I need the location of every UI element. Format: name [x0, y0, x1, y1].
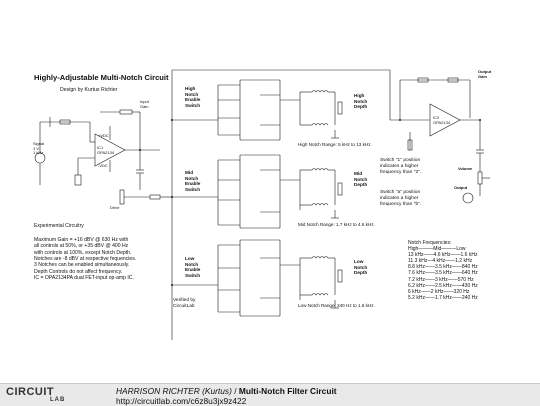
verified-by-label: Verified by CircuitLab: [173, 298, 196, 309]
frequency-row: 8.8 kHz——3.5 kHz——840 Hz: [408, 264, 478, 271]
signal-source-label: Signal 1 V 1 kHz: [33, 141, 45, 156]
note-line: 3 Notches can be enabled simultaneously.: [34, 262, 130, 269]
frequency-row: 13 kHz——4.6 kHz——1.6 kHz: [408, 252, 478, 259]
author-name[interactable]: HARRISON RICHTER (Kurtus): [116, 386, 232, 396]
drive-label: Drive: [110, 205, 120, 210]
logo-top-text: CIRCUIT: [6, 386, 55, 398]
resistor-r16: [407, 139, 413, 151]
inductor-l3: [311, 256, 329, 259]
volume-pot: [477, 171, 483, 185]
resistor-r1: [59, 119, 71, 125]
mid-notch-switch-label: Mid Notch Enable Switch: [185, 170, 201, 192]
low-notch-range: Low Notch Range: 240 Hz to 1.6 kHz.: [298, 303, 375, 308]
note-line: Maximum Gain = +16 dBV @ 630 Hz with: [34, 237, 129, 243]
mid-notch-range: Mid Notch Range: 1.7 kHz to 4.6 kHz.: [298, 222, 375, 227]
footer-title: HARRISON RICHTER (Kurtus) / Multi-Notch …: [116, 386, 337, 396]
experimental-label: Experimental Circuitry: [34, 223, 84, 229]
design-notes: Maximum Gain = +16 dBV @ 630 Hz with all…: [34, 237, 136, 282]
frequency-row: 5.2 kHz——1.7 kHz——240 Hz: [408, 294, 478, 301]
note-line: IC = OPA2134PA dual FET-input op-amp IC.: [34, 275, 134, 282]
logo-bottom-text: LAB: [50, 397, 66, 403]
frequency-row: 7.2 kHz——3 kHz——570 Hz: [408, 276, 474, 283]
ic1-label: IC1 OPA2134: [97, 145, 115, 155]
resistor-r5: [337, 182, 343, 196]
footer-bar: CIRCUIT LAB HARRISON RICHTER (Kurtus) / …: [0, 383, 540, 406]
designer-credit: Design by Kurtus Richter: [60, 87, 118, 93]
input-gain-label: Input Gain: [140, 99, 149, 109]
resistor-r12: [417, 77, 429, 83]
switch-a-note: Switch "a" position indicates a higher f…: [380, 190, 422, 207]
output-gain-pot: [447, 77, 459, 83]
opamp-ic2: [429, 103, 461, 137]
frequency-table: Notch Frequencies: High———Mid———Low 13 k…: [408, 240, 478, 301]
note-line: with controls at 100%, except Notch Dept…: [34, 249, 132, 256]
resistor-r2: [337, 101, 343, 115]
frequency-table-header: Notch Frequencies:: [408, 240, 452, 246]
ic2-label: IC2 OPA2134: [433, 115, 451, 125]
high-notch-depth-label: High Notch Depth: [354, 93, 368, 110]
note-line: Depth Controls do not affect frequency.: [34, 268, 123, 275]
high-notch-switch-label: High Notch Enable Switch: [185, 86, 201, 108]
frequency-row: 11.3 kHz—4 kHz——1.2 kHz: [408, 258, 473, 265]
circuit-title: Highly-Adjustable Multi-Notch Circuit: [34, 73, 169, 82]
opamp-ic1: [94, 133, 126, 167]
output-gain-label: Output Gain: [478, 69, 492, 79]
frequency-row: 7.6 kHz——3.5 kHz——640 Hz: [408, 270, 478, 277]
inductor-l2: [311, 168, 329, 171]
inductor-l1: [311, 90, 329, 93]
drive-pot: [119, 189, 125, 205]
vcc-positive-label: +VDC: [98, 133, 109, 138]
note-line: all controls at 50%, or +35 dBV @ 400 Hz: [34, 243, 129, 250]
output-meter: [462, 192, 474, 204]
circuit-name[interactable]: Multi-Notch Filter Circuit: [238, 386, 337, 396]
high-notch-range: High Notch Range: 5 kHz to 13 kHz.: [298, 142, 372, 147]
frequency-row: 6 kHz——2 kHz——320 Hz: [408, 288, 470, 295]
resistor-r9: [337, 269, 343, 283]
circuitlab-logo[interactable]: CIRCUIT LAB: [6, 386, 78, 404]
resistor-r17: [149, 194, 161, 200]
input-gain-pot: [119, 109, 133, 115]
mid-notch-depth-label: Mid Notch Depth: [354, 171, 368, 188]
frequency-row: 6.2 kHz——2.5 kHz——430 Hz: [408, 282, 478, 289]
low-notch-switch-label: Low Notch Enable Switch: [185, 256, 201, 278]
frequency-table-columns: High———Mid———Low: [408, 246, 466, 253]
title-separator: /: [231, 386, 239, 396]
output-label: Output: [454, 185, 468, 190]
resistor-r3: [74, 174, 82, 186]
volume-label: Volume: [458, 166, 473, 171]
note-line: Notches are -8 dBV at respective fequenc…: [34, 256, 137, 263]
low-notch-depth-label: Low Notch Depth: [354, 259, 368, 276]
circuit-url[interactable]: http://circuitlab.com/c6z8u3jx9z422: [116, 396, 247, 406]
switch-1-note: Switch "1" position indicates a higher f…: [380, 158, 422, 175]
vcc-negative-label: -VDC: [98, 163, 108, 168]
